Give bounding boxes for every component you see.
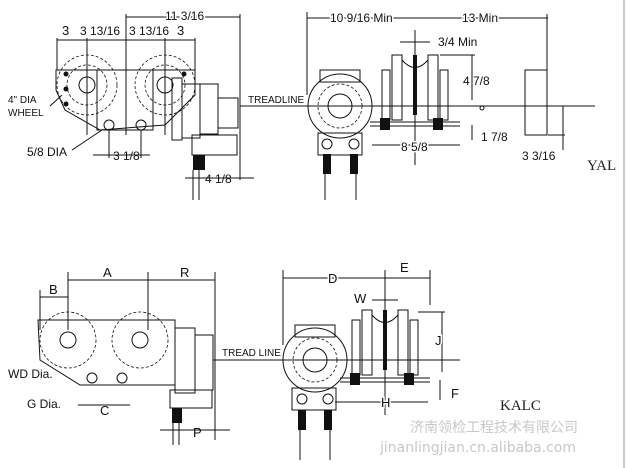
dim-13-min: 13 Min <box>462 11 498 25</box>
hole-dia-label: 5/8 DIA <box>27 145 67 159</box>
hole-dia-label-g: G Dia. <box>27 397 61 411</box>
watermark-url: jinanlingjian.cn.alibaba.com <box>379 440 576 456</box>
treadline-label-bottom: TREAD LINE <box>222 348 281 359</box>
dim-top-3-right: 3 <box>177 23 184 38</box>
dim-w: W <box>354 291 367 306</box>
model-label-kalc: KALC <box>500 398 541 414</box>
dim-h: H <box>381 395 390 410</box>
dim-e: E <box>400 260 409 275</box>
treadline-label: TREADLINE <box>248 95 304 106</box>
dim-1-7-8: 1 7/8 <box>481 130 508 144</box>
dim-p: P <box>193 425 202 440</box>
wheel-dia-label-wd: WD Dia. <box>8 367 53 381</box>
model-label-yal: YAL <box>587 158 616 174</box>
bottom-side-view: A B R C P WD Dia. G Dia. TREAD LINE <box>8 265 290 445</box>
dim-top-3-13-16-b: 3 13/16 <box>129 24 169 38</box>
dim-d: D <box>328 271 337 286</box>
wheel-label: WHEEL <box>8 108 44 119</box>
top-front-view: 10 9/16 Min 13 Min 3/4 Min 4 7/8 1 7/8 8… <box>290 10 616 200</box>
dim-3-4-min: 3/4 Min <box>438 35 477 49</box>
dim-j: J <box>435 333 442 348</box>
dim-top-3-left: 3 <box>62 23 69 38</box>
dim-r: R <box>180 265 189 280</box>
top-side-view: 3 3 13/16 3 13/16 3 11 3/16 3 1/8 4 1/8 … <box>8 8 310 200</box>
dim-top-3-1-8: 3 1/8 <box>113 149 140 163</box>
watermark-company: 济南领检工程技术有限公司 <box>410 420 578 436</box>
dim-top-3-13-16-a: 3 13/16 <box>80 24 120 38</box>
dim-8-5-8: 8 5/8 <box>401 140 428 154</box>
dim-top-11-3-16: 11 3/16 <box>165 9 204 23</box>
wheel-dia-label: 4" DIA <box>8 95 37 106</box>
bottom-front-view: D E W J F H KALC <box>282 260 541 460</box>
dim-top-4-1-8: 4 1/8 <box>205 172 232 186</box>
dim-3-3-16: 3 3/16 <box>522 149 556 163</box>
dim-f: F <box>451 386 459 401</box>
dim-4-7-8: 4 7/8 <box>463 74 490 88</box>
dim-c: C <box>100 403 109 418</box>
dim-10-9-16-min: 10 9/16 Min <box>330 11 393 25</box>
dim-b: B <box>49 282 58 297</box>
dim-a: A <box>103 265 112 280</box>
